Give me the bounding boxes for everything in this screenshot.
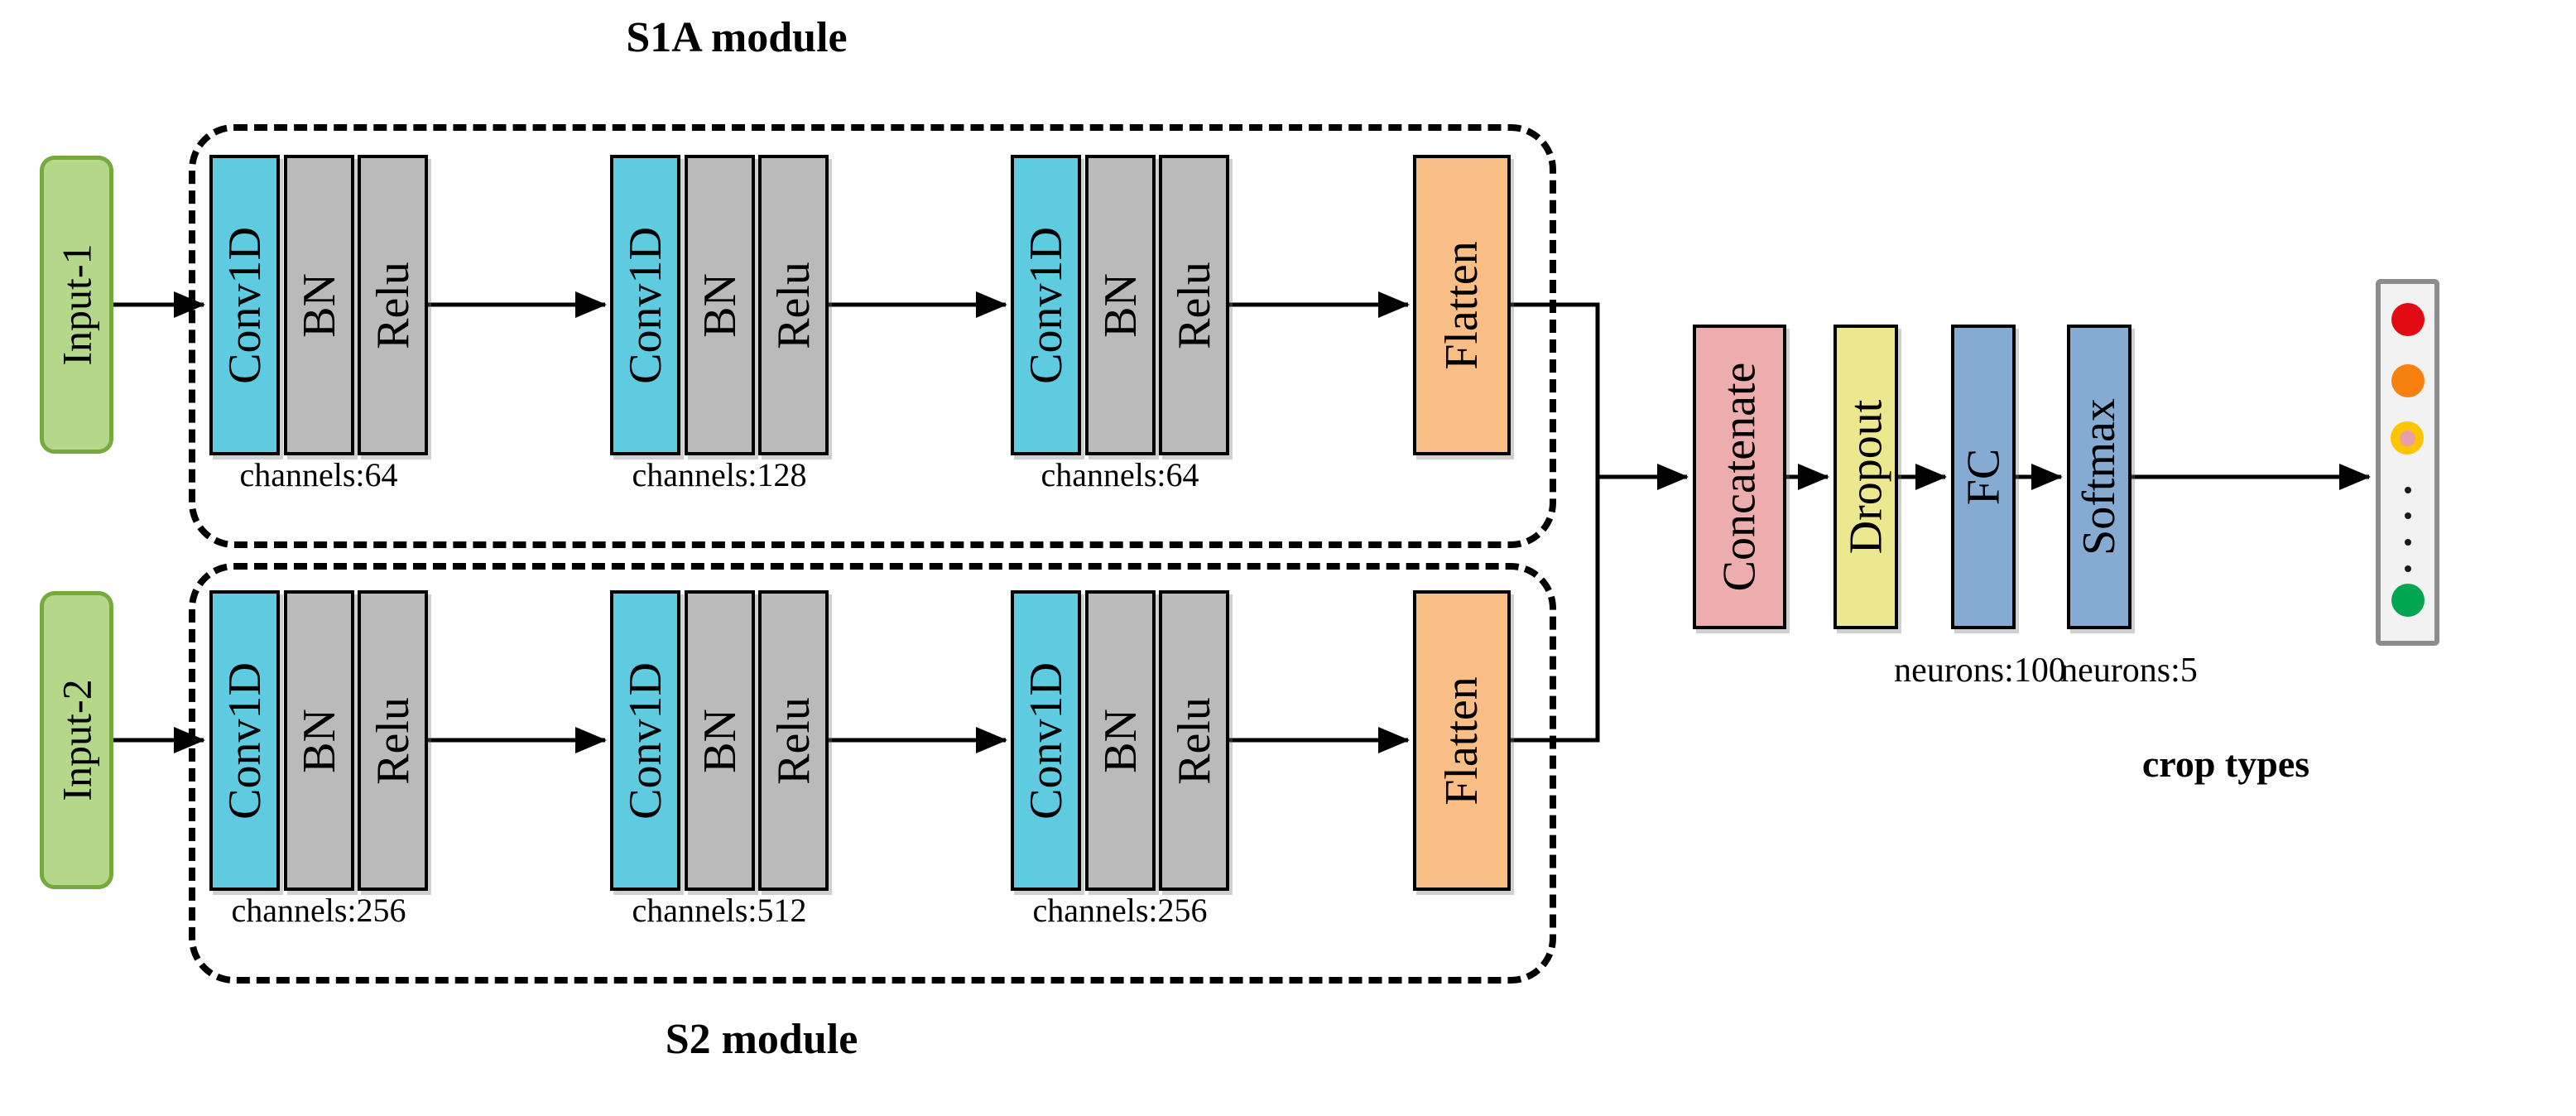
dropout-block: Dropout: [1833, 325, 1898, 629]
s2-g1-conv1d-block: Conv1D: [209, 590, 280, 891]
input-2-node: Input-2: [40, 591, 113, 889]
s1a-g2-relu-label: Relu: [767, 261, 819, 349]
input-1-label: Input-1: [53, 243, 100, 366]
s2-g2-bn-block: BN: [685, 590, 755, 891]
s2-g2-conv1d-label: Conv1D: [619, 661, 671, 820]
s1a-g2-bn-label: BN: [694, 272, 746, 338]
s1a-g1-relu-block: Relu: [358, 155, 428, 455]
input-2-label: Input-2: [53, 679, 100, 801]
s2-g1-bn-block: BN: [284, 590, 354, 891]
s1a-g1-bn-label: BN: [293, 272, 345, 338]
s2-g1-bn-label: BN: [293, 708, 345, 773]
s1a-g2-bn-block: BN: [685, 155, 755, 455]
s2-g3-relu-label: Relu: [1168, 696, 1220, 785]
s1a-g3-relu-block: Relu: [1159, 155, 1229, 455]
input-1-node: Input-1: [40, 156, 113, 454]
s2-flatten-label: Flatten: [1436, 676, 1487, 806]
s1a-g1-conv1d-block: Conv1D: [209, 155, 280, 455]
class-dot-orange-icon: [2391, 364, 2425, 397]
fc-neurons-label: neurons:100: [1894, 652, 2066, 690]
s1a-g1-conv1d-label: Conv1D: [219, 226, 271, 384]
output-vector-box: [2376, 279, 2439, 646]
s2-g1-channels-label: channels:256: [231, 892, 406, 929]
class-dot-yellow-center: [2399, 430, 2415, 446]
s1a-g3-relu-label: Relu: [1168, 261, 1220, 349]
class-dot-green-icon: [2391, 584, 2425, 617]
softmax-label: Softmax: [2074, 398, 2126, 556]
s1a-g2-conv1d-block: Conv1D: [610, 155, 680, 455]
ellipsis-dot-icon: [2405, 512, 2411, 519]
softmax-block: Softmax: [2067, 325, 2131, 629]
softmax-neurons-label: neurons:5: [2060, 652, 2198, 690]
s1a-g2-relu-block: Relu: [758, 155, 829, 455]
s1a-flatten-label: Flatten: [1436, 240, 1487, 370]
s1a-g2-channels-label: channels:128: [632, 456, 807, 493]
s2-g2-channels-label: channels:512: [632, 892, 807, 929]
s1a-g1-bn-block: BN: [284, 155, 354, 455]
s1a-g3-bn-block: BN: [1085, 155, 1156, 455]
s2-g1-relu-label: Relu: [367, 696, 419, 785]
s1a-g2-conv1d-label: Conv1D: [619, 226, 671, 384]
s2-g2-conv1d-block: Conv1D: [610, 590, 680, 891]
s2-flatten-block: Flatten: [1413, 590, 1511, 891]
merge-bracket-line: [1511, 302, 1600, 743]
s1a-g1-relu-label: Relu: [367, 261, 419, 349]
s1a-g3-bn-label: BN: [1094, 272, 1146, 338]
s2-g1-conv1d-label: Conv1D: [219, 661, 271, 820]
s2-g2-relu-label: Relu: [767, 696, 819, 785]
fc-label: FC: [1958, 448, 2009, 506]
ellipsis-dot-icon: [2405, 565, 2411, 572]
concatenate-label: Concatenate: [1713, 362, 1766, 592]
s2-g2-relu-block: Relu: [758, 590, 829, 891]
s2-g3-channels-label: channels:256: [1032, 892, 1208, 929]
s1a-module-title: S1A module: [626, 14, 848, 61]
s2-module-boundary: [189, 563, 1556, 984]
s2-g2-bn-label: BN: [694, 708, 746, 773]
s1a-g3-channels-label: channels:64: [1040, 456, 1199, 493]
s2-g3-conv1d-label: Conv1D: [1020, 661, 1072, 820]
ellipsis-dot-icon: [2405, 487, 2411, 493]
s1a-flatten-block: Flatten: [1413, 155, 1511, 455]
s1a-g3-conv1d-block: Conv1D: [1011, 155, 1081, 455]
concatenate-block: Concatenate: [1693, 325, 1786, 629]
s1a-g1-channels-label: channels:64: [239, 456, 398, 493]
class-dot-yellow-icon: [2391, 421, 2424, 455]
dropout-label: Dropout: [1840, 399, 1891, 555]
s2-g3-conv1d-block: Conv1D: [1011, 590, 1081, 891]
s1a-g3-conv1d-label: Conv1D: [1020, 226, 1072, 384]
fc-block: FC: [1951, 325, 2016, 629]
s2-module-title: S2 module: [665, 1016, 858, 1063]
crop-types-caption: crop types: [2141, 743, 2310, 785]
s2-g1-relu-block: Relu: [358, 590, 428, 891]
s2-g3-bn-label: BN: [1094, 708, 1146, 773]
s2-g3-relu-block: Relu: [1159, 590, 1229, 891]
s2-g3-bn-block: BN: [1085, 590, 1156, 891]
class-dot-red-icon: [2391, 303, 2425, 336]
s1a-module-boundary: [189, 124, 1556, 548]
ellipsis-dot-icon: [2405, 539, 2411, 546]
